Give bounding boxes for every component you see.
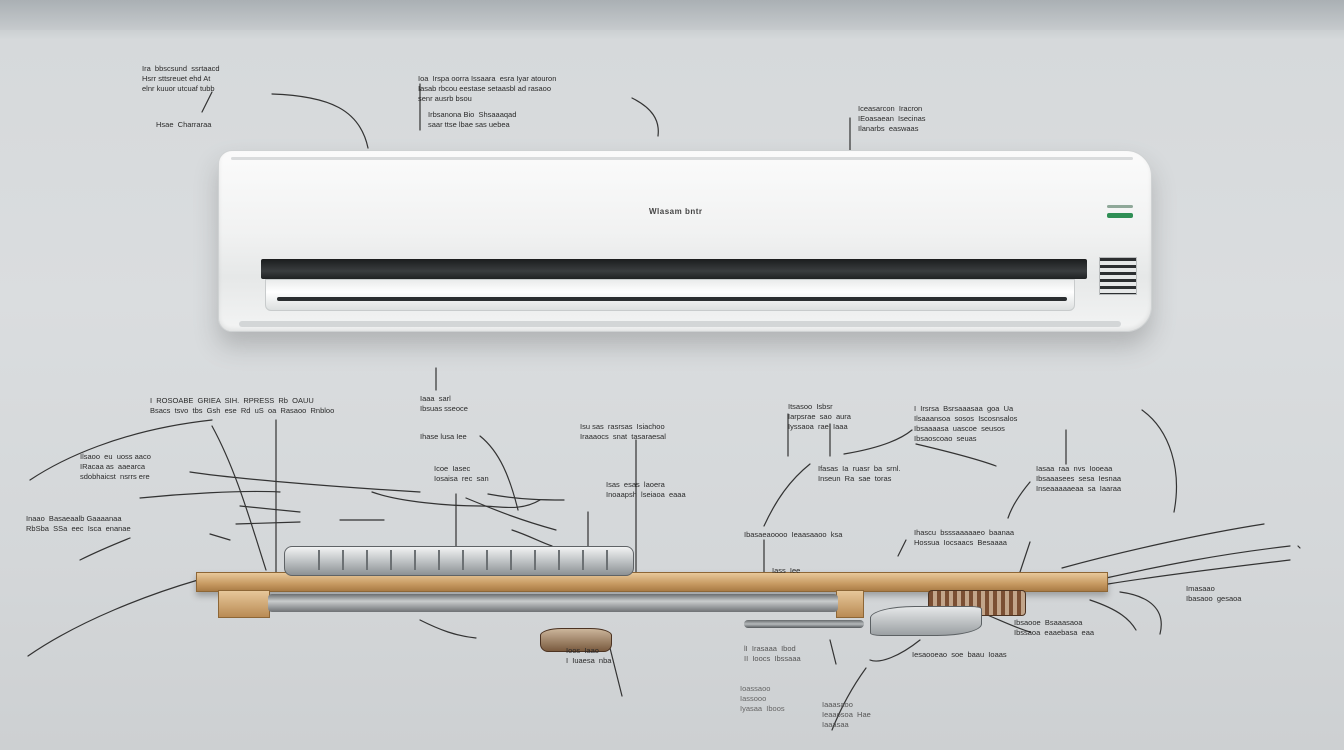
annotation-label: Iaaa sarl Ibsuas sseoce xyxy=(420,394,468,413)
leader-line xyxy=(915,443,997,467)
leader-line xyxy=(29,419,213,481)
annotation-label: Imasaao Ibasaoo gesaoa xyxy=(1186,584,1242,603)
leader-line xyxy=(479,435,519,511)
annotation-label: I ROSOABE GRIEA SIH. RPRESS Rb OAUU Bsac… xyxy=(150,396,335,415)
leader-line xyxy=(235,521,301,525)
leader-line xyxy=(1019,541,1031,573)
annotation-label: Iass Iee xyxy=(772,566,801,575)
annotation-label: Iasaa raa nvs Iooeaa Ibsaaasees sesa Ies… xyxy=(1036,464,1122,493)
annotation-label: Ibsaooe Bsaaasaoa Ibssaoa eaaebasa eaa xyxy=(1014,618,1095,637)
leader-line xyxy=(419,619,477,639)
leader-line xyxy=(239,505,301,513)
leader-line xyxy=(271,93,369,149)
leader-line xyxy=(465,497,557,531)
leader-line xyxy=(1089,599,1137,631)
leader-line xyxy=(829,639,837,665)
leader-line xyxy=(1007,481,1031,519)
leader-line xyxy=(371,491,541,509)
annotation-label: Iceasarcon Iracron IEoasaean Isecinas Il… xyxy=(858,104,926,133)
unit-top-edge xyxy=(231,157,1133,160)
annotation-label: Isu sas rasrsas Isiachoo Iraaaocs snat t… xyxy=(580,422,666,441)
compressor-ribs xyxy=(296,550,616,570)
annotation-label: Ioassaoo Iassooo Iyasaa Iboos xyxy=(740,684,785,713)
annotation-label: I Irsrsa Bsrsaaasaa goa Ua Ilsaaansoa so… xyxy=(914,404,1018,443)
leader-line xyxy=(1297,545,1301,549)
annotation-label: Irbsanona Bio Shsaaaqad saar ttse lbae s… xyxy=(428,110,517,129)
leader-line xyxy=(843,429,913,455)
leader-line xyxy=(139,490,281,499)
status-indicator-light xyxy=(1107,205,1133,208)
annotation-label: Ioos Iaao I Iuaesa nba xyxy=(566,646,612,665)
leader-line xyxy=(1141,409,1178,513)
annotation-label: Icoe Iasec Iosaisa rec san xyxy=(434,464,489,483)
fan-blade-assembly xyxy=(870,606,982,636)
refrigerant-pipe xyxy=(268,594,838,612)
ceiling-shadow xyxy=(0,0,1344,30)
wooden-shelf xyxy=(196,572,1108,592)
annotation-label: Iaaasaoo Ieaaosoa Hae Iaaasaa xyxy=(822,700,871,729)
annotation-label: Hsae Charraraa xyxy=(156,120,212,129)
annotation-label: Ira bbscsund ssrtaacd Hsrr sttsreuet ehd… xyxy=(142,64,220,93)
leader-line xyxy=(897,539,907,557)
side-grille xyxy=(1099,257,1137,295)
shelf-support-left xyxy=(218,590,270,618)
leader-line xyxy=(1061,523,1265,569)
shelf-support-right xyxy=(836,590,864,618)
air-outlet-vent xyxy=(261,259,1087,279)
leader-line xyxy=(763,463,811,527)
unit-brand-label: Wlasam bntr xyxy=(649,207,703,216)
power-indicator-light xyxy=(1107,213,1133,218)
drive-shaft xyxy=(744,620,864,628)
louver-slot xyxy=(277,297,1067,301)
annotation-label: Ihase lusa Iee xyxy=(420,432,467,441)
air-conditioner-indoor-unit: Wlasam bntr xyxy=(218,150,1152,332)
leader-line xyxy=(609,647,623,697)
annotation-label: Ifasas Ia ruasr ba srnl. Inseun Ra sae t… xyxy=(818,464,901,483)
leader-line xyxy=(1107,559,1291,585)
leader-line xyxy=(487,493,565,501)
leader-line xyxy=(79,537,131,561)
leader-line xyxy=(27,579,199,657)
leader-line xyxy=(631,97,659,137)
leader-line xyxy=(201,91,213,113)
leader-line xyxy=(211,425,267,571)
annotation-label: Ilsaoo eu uoss aaco IRacaa as aaearca sd… xyxy=(80,452,151,481)
annotation-label: Isas esas laoera Inoaapsh lseiaoa eaaa xyxy=(606,480,686,499)
unit-bottom-edge xyxy=(239,321,1121,327)
annotation-label: Inaao Basaeaalb Gaaaanaa RbSba SSa eec I… xyxy=(26,514,131,533)
annotation-label: Ihascu bsssaaaaaeo baanaa Hossua Iocsaac… xyxy=(914,528,1015,547)
expansion-valve xyxy=(540,628,612,652)
leader-line xyxy=(831,667,867,731)
annotation-label: Ibasaeaoooo Ieaasaaoo ksa xyxy=(744,530,843,539)
leader-line xyxy=(511,529,553,547)
leader-line xyxy=(209,533,231,541)
annotation-label: Iesaooeao soe baau Ioaas xyxy=(912,650,1007,659)
leader-line xyxy=(1105,545,1291,579)
leader-line xyxy=(869,639,921,662)
annotation-label: Itsasoo Isbsr Iarpsrae sao aura Iyssaoa … xyxy=(788,402,851,431)
leader-line xyxy=(1119,591,1162,635)
louver-flap xyxy=(265,279,1075,311)
leader-line xyxy=(189,471,421,493)
annotation-label: lI Irasaaa Ibod II Ioocs Ibssaaa xyxy=(744,644,801,663)
annotation-label: Ioa Irspa oorra Issaara esra Iyar atouro… xyxy=(418,74,557,103)
